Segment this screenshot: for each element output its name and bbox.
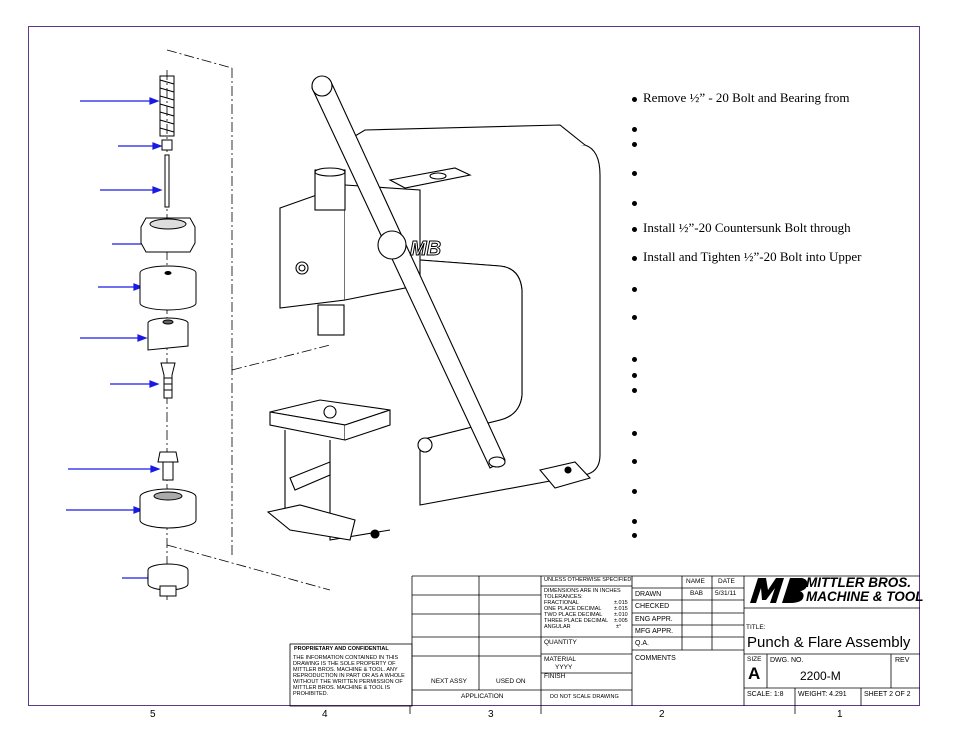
weight-value: WEIGHT: 4.291: [798, 691, 847, 698]
bullet-item: [632, 366, 643, 382]
title-label: TITLE:: [746, 624, 766, 631]
eng-appr-label: ENG APPR.: [635, 616, 673, 623]
zone-label: 4: [322, 709, 328, 720]
zone-label: 1: [837, 709, 843, 720]
quantity-label: QUANTITY: [544, 639, 577, 646]
bullet-item: [632, 280, 643, 296]
checked-label: CHECKED: [635, 603, 670, 610]
drawn-label: DRAWN: [635, 591, 662, 598]
bullet-item: [632, 194, 643, 210]
bullet-item: [632, 135, 643, 151]
tol-angular-value: ±°: [616, 624, 622, 630]
bullet-item: Install ½”-20 Countersunk Bolt through: [632, 220, 851, 236]
scale-value: SCALE: 1:8: [747, 691, 784, 698]
bullet-item: [632, 381, 643, 397]
rev-label: REV: [895, 657, 910, 664]
date-header: DATE: [718, 578, 735, 585]
bullet-item: Install and Tighten ½”-20 Bolt into Uppe…: [632, 249, 861, 265]
sheet-value: SHEET 2 OF 2: [864, 691, 911, 698]
bullet-item: [632, 482, 643, 498]
bullet-item: Remove ½” - 20 Bolt and Bearing from: [632, 90, 850, 106]
proprietary-text: THE INFORMATION CONTAINED IN THIS DRAWIN…: [293, 655, 405, 697]
drawing-border: [28, 26, 920, 706]
tol-two-place: TWO PLACE DECIMAL: [544, 612, 603, 618]
tol-fractional-value: ±.015: [614, 600, 628, 606]
dims-note: DIMENSIONS ARE IN INCHES: [544, 588, 621, 594]
used-on-label: USED ON: [496, 678, 526, 685]
tol-three-place: THREE PLACE DECIMAL: [544, 618, 609, 624]
comments-label: COMMENTS: [635, 655, 676, 662]
proprietary-title: PROPRIETARY AND CONFIDENTIAL: [294, 646, 389, 652]
tol-one-place: ONE PLACE DECIMAL: [544, 606, 602, 612]
tolerances-label: TOLERANCES:: [544, 594, 583, 600]
bullet-item: [632, 164, 643, 180]
material-value: YYYY: [555, 664, 573, 671]
svg-text:MB: MB: [410, 238, 441, 260]
size-value: A: [748, 664, 761, 683]
unless-specified: UNLESS OTHERWISE SPECIFIED:: [544, 577, 633, 583]
dwg-no-value: 2200-M: [800, 669, 841, 683]
tol-three-place-value: ±.005: [614, 618, 628, 624]
bullet-item: [632, 512, 643, 528]
bullet-item: [632, 452, 643, 468]
name-header: NAME: [686, 578, 705, 585]
company-name: MITTLER BROS. MACHINE & TOOL: [806, 575, 924, 604]
next-assy-label: NEXT ASSY: [431, 678, 468, 685]
drawing-title: Punch & Flare Assembly: [747, 634, 911, 651]
tol-two-place-value: ±.010: [614, 612, 628, 618]
application-label: APPLICATION: [461, 693, 504, 700]
zone-label: 3: [488, 709, 494, 720]
size-label: SIZE: [747, 656, 762, 663]
tol-fractional: FRACTIONAL: [544, 600, 579, 606]
bullet-item: [632, 350, 643, 366]
finish-label: FINISH: [544, 673, 566, 680]
bullet-item: [632, 120, 643, 136]
mfg-appr-label: MFG APPR.: [635, 628, 674, 635]
bullet-item: [632, 526, 643, 542]
drawn-name: BAB: [690, 590, 704, 597]
do-not-scale: DO NOT SCALE DRAWING: [550, 694, 619, 700]
company-logo: [750, 578, 808, 603]
bullet-item: [632, 308, 643, 324]
tol-angular: ANGULAR: [544, 624, 571, 630]
zone-label: 2: [659, 709, 665, 720]
drawn-date: 5/31/11: [715, 590, 737, 597]
zone-label: 5: [150, 709, 156, 720]
tol-one-place-value: ±.015: [614, 606, 628, 612]
qa-label: Q.A.: [635, 640, 650, 647]
material-label: MATERIAL: [544, 656, 577, 663]
dwg-no-label: DWG. NO.: [770, 657, 804, 664]
bullet-item: [632, 424, 643, 440]
